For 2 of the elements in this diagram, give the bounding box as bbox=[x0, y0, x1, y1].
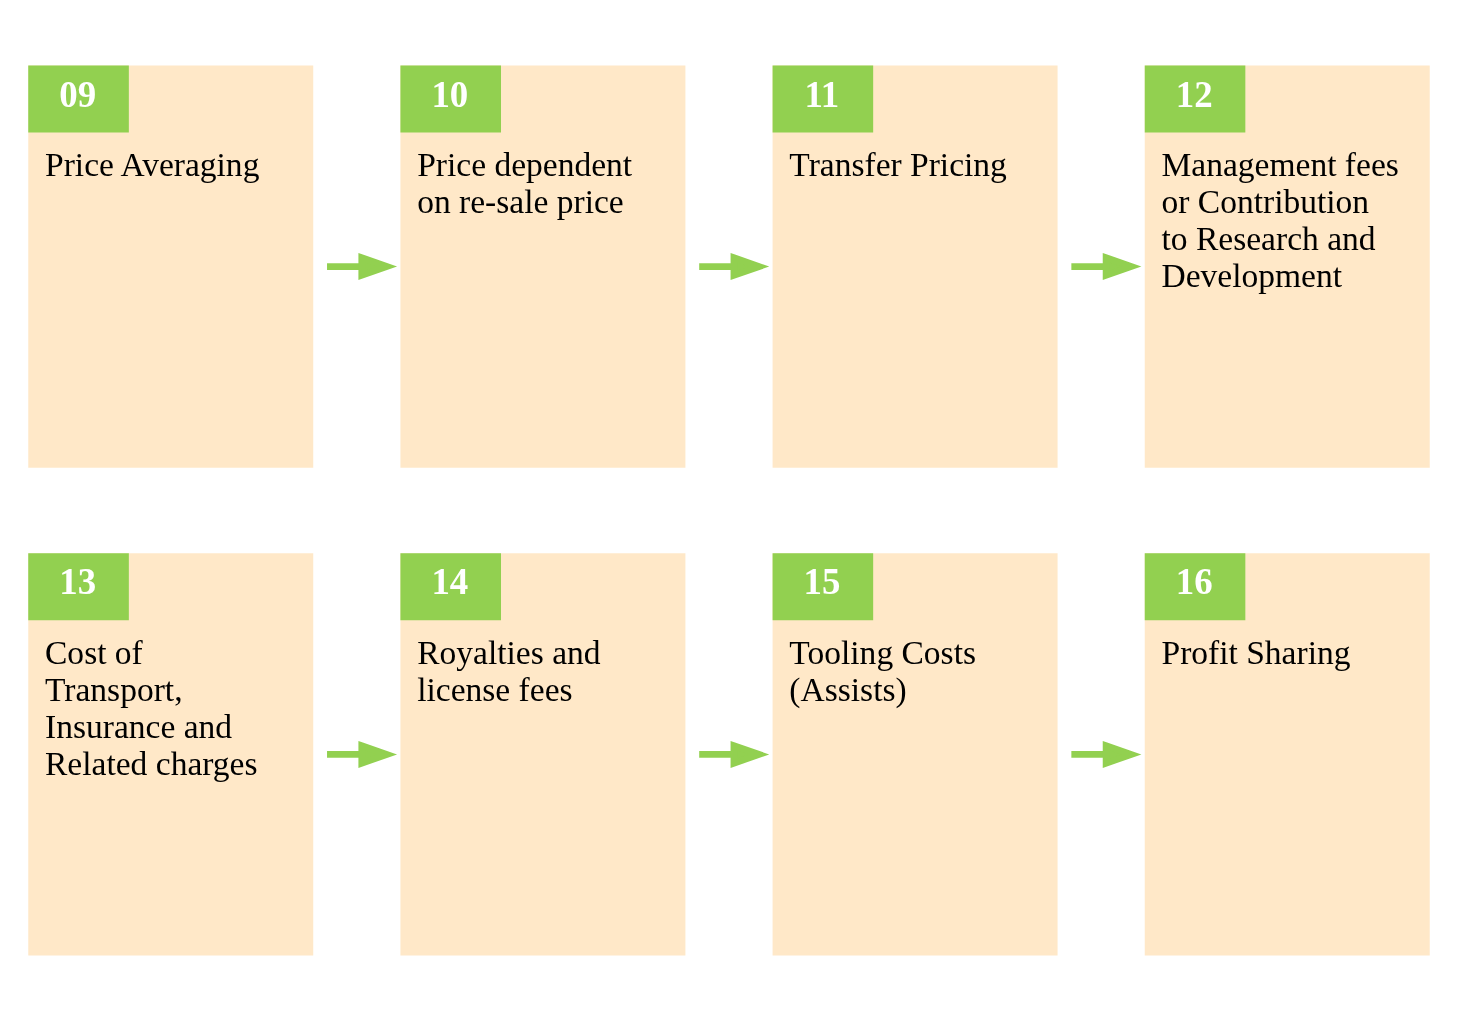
arrow bbox=[1071, 740, 1142, 768]
arrow bbox=[1071, 252, 1142, 280]
